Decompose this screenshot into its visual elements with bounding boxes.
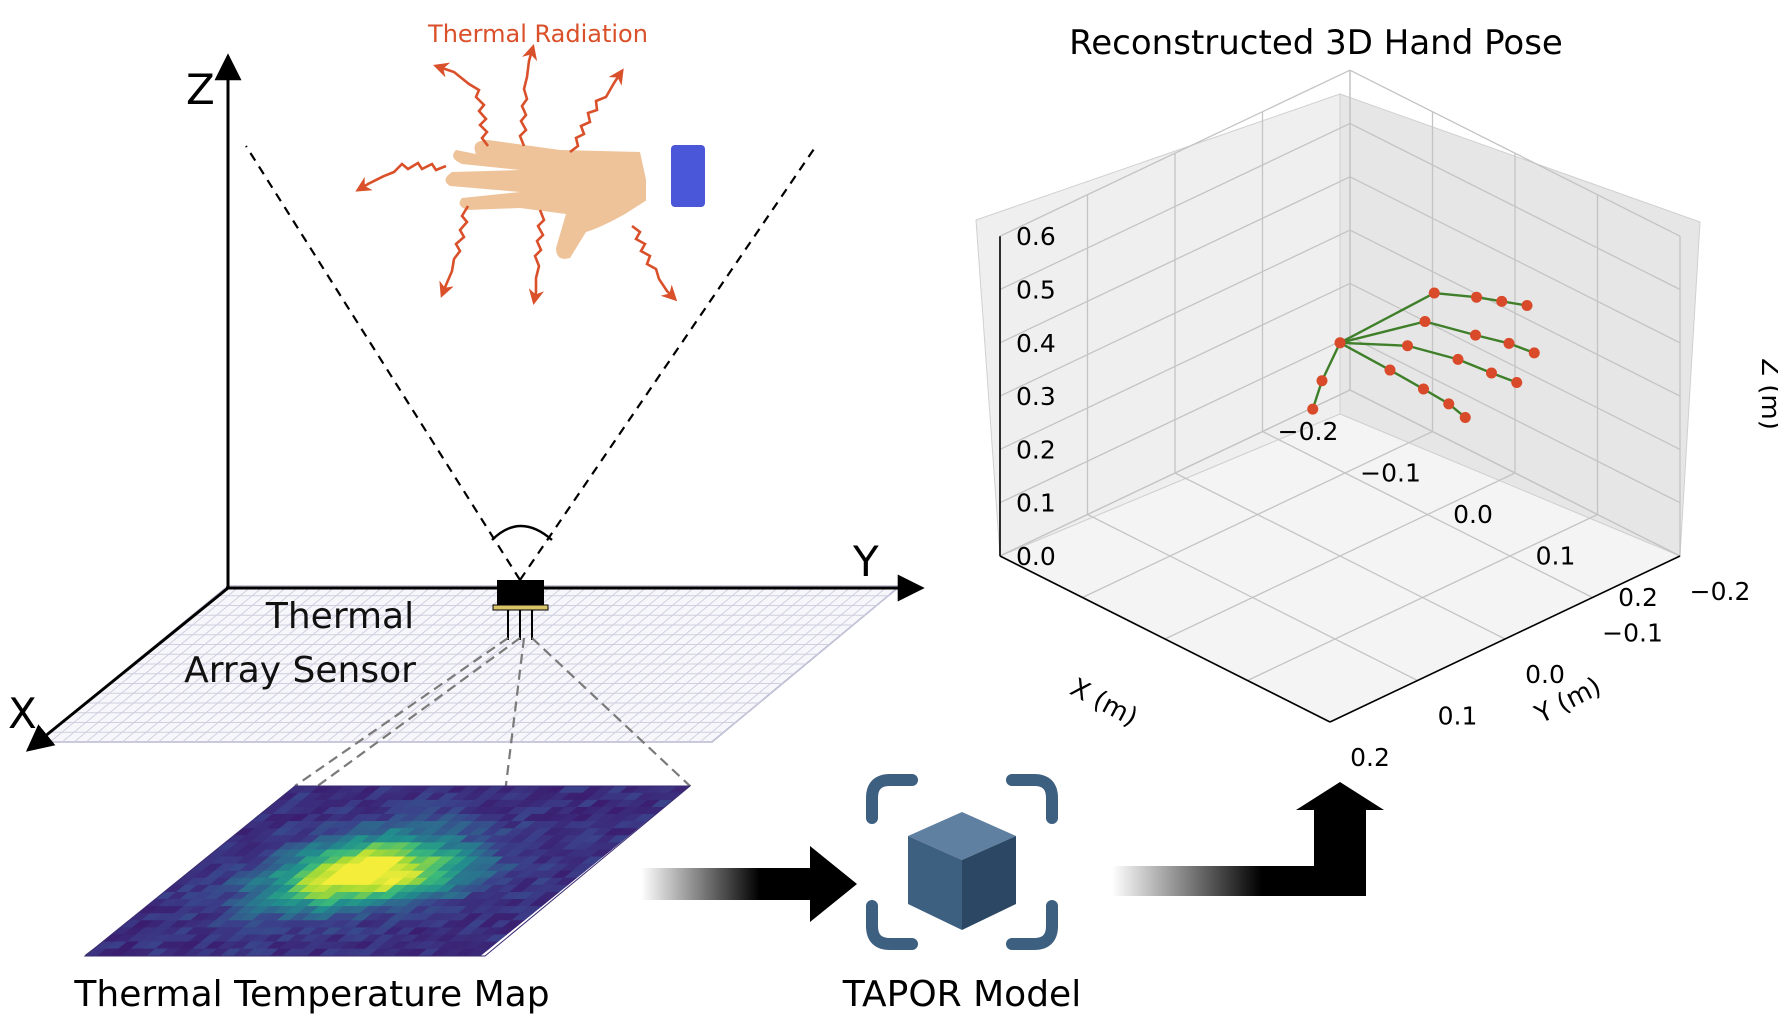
- hand-joint: [1486, 367, 1497, 379]
- tapor-model-icon: [866, 774, 1058, 950]
- hand-joint: [1459, 411, 1471, 423]
- hand-joint: [1428, 287, 1440, 299]
- hand-bone: [1389, 369, 1425, 391]
- x-axis-label: X: [8, 689, 37, 738]
- z-tick-label: 0.5: [1016, 276, 1056, 305]
- x-axis: [25, 586, 229, 752]
- plot-title: Reconstructed 3D Hand Pose: [1069, 23, 1563, 63]
- y-tick-label: −0.1: [1602, 619, 1663, 648]
- x-tick-label: 0.0: [1453, 500, 1493, 529]
- sensor-label-line1: Thermal: [265, 596, 414, 637]
- hand-joint: [1418, 383, 1429, 395]
- x-tick-label: 0.2: [1618, 583, 1658, 612]
- model-caption: TAPOR Model: [842, 974, 1081, 1015]
- z-tick-label: 0.6: [1016, 222, 1056, 251]
- x-tick-label: −0.1: [1360, 459, 1421, 488]
- hand-joint: [1384, 364, 1396, 376]
- hand-joint: [1402, 340, 1413, 352]
- hand-bone: [1475, 333, 1510, 345]
- hand-bone: [1424, 320, 1476, 337]
- z-tick-label: 0.1: [1016, 489, 1056, 518]
- x-tick-label: 0.1: [1536, 542, 1576, 571]
- z-axis-label: Z: [186, 65, 215, 114]
- y-tick-label: 0.1: [1438, 702, 1478, 731]
- hand-bone: [1339, 320, 1426, 344]
- coordinate-axes: Z Y X: [8, 53, 925, 752]
- pose-3d-plot: 0.2 0.1 0.0 −0.1 −0.2 −0.2 −0.1 0.0 0.1 0.2 0.0 0.1…: [975, 69, 1778, 772]
- z-tick-label: 0.3: [1016, 382, 1056, 411]
- radiation-arrows: [355, 44, 678, 306]
- hand-bone: [1407, 344, 1459, 361]
- hand-joint: [1521, 299, 1533, 311]
- hand-icon: [445, 140, 705, 259]
- y-tick-label: −0.2: [1690, 577, 1751, 606]
- z-axis-title: Z (m): [1755, 358, 1778, 430]
- y-tick-label: 0.2: [1350, 743, 1390, 772]
- x-tick-label: −0.2: [1278, 417, 1339, 446]
- z-tick-label: 0.0: [1016, 542, 1056, 571]
- hand-joint: [1452, 353, 1464, 365]
- hand-joint: [1470, 329, 1481, 341]
- hand-joint: [1528, 347, 1540, 359]
- hand-joint: [1496, 295, 1508, 307]
- thermal-temperature-map: [83, 785, 692, 957]
- hand-bone: [1339, 341, 1391, 372]
- hand-joint: [1419, 315, 1431, 327]
- flow-arrow-model-to-pose: [1112, 782, 1384, 896]
- hand-joint: [1503, 337, 1515, 349]
- flow-arrow-map-to-model: [641, 846, 857, 922]
- hand-bone: [1457, 358, 1492, 375]
- hand-joint: [1334, 337, 1346, 349]
- field-of-view-lines: [245, 145, 817, 581]
- thermal-sensor-chip: [492, 580, 549, 640]
- radiation-label: Thermal Radiation: [427, 20, 648, 48]
- fov-angle-arc: [491, 524, 553, 541]
- hand-joint: [1471, 291, 1482, 303]
- z-tick-label: 0.4: [1016, 329, 1056, 358]
- y-tick-label: 0.0: [1525, 660, 1565, 689]
- hand-joint: [1316, 375, 1328, 387]
- hand-bone: [1320, 342, 1342, 382]
- y-axis-label: Y: [852, 537, 879, 586]
- hand-bone: [1434, 291, 1477, 299]
- hand-bone: [1339, 341, 1408, 347]
- hand-joint: [1443, 398, 1455, 410]
- map-caption: Thermal Temperature Map: [73, 974, 549, 1015]
- hand-joint: [1307, 403, 1319, 415]
- x-axis-title: X (m): [1065, 673, 1142, 733]
- sensor-label-line2: Array Sensor: [184, 650, 416, 691]
- hand-joint: [1511, 377, 1523, 389]
- hand-bone: [1339, 291, 1435, 344]
- sensor-grid-plane: [35, 585, 903, 743]
- z-tick-label: 0.2: [1016, 435, 1056, 464]
